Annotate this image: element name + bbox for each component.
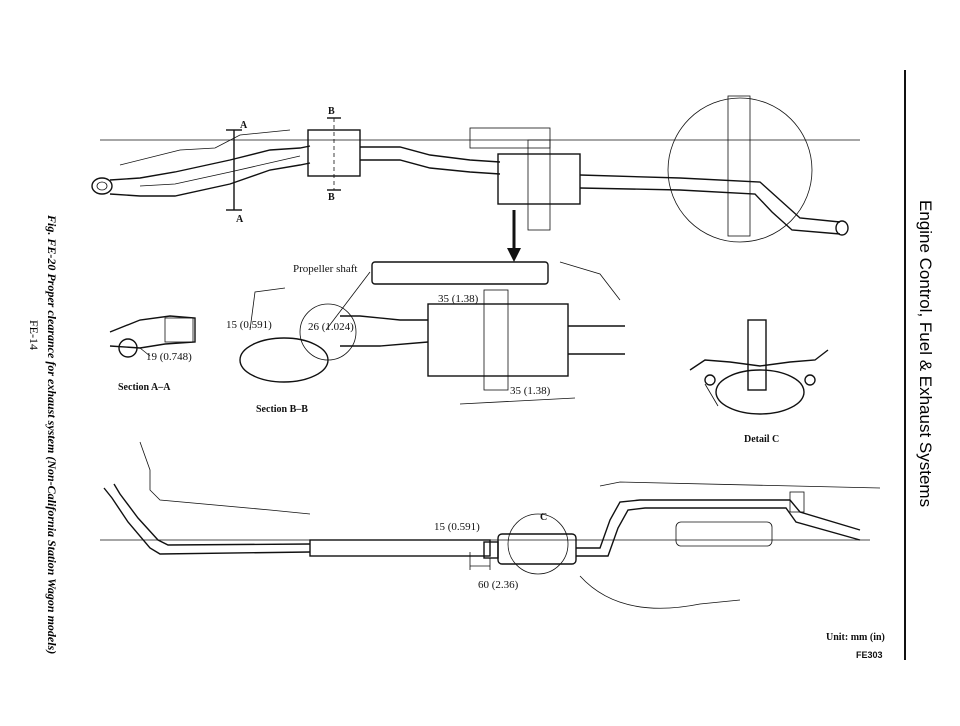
label-dim-35-bottom: 35 (1.38) [510, 385, 551, 397]
label-dim-15-side: 15 (0.591) [434, 521, 480, 533]
side-exhaust-view [100, 441, 881, 609]
side-title-group: Engine Control, Fuel & Exhaust Systems [916, 200, 935, 507]
label-section-a-top: A [240, 120, 248, 131]
page-number-group: FE-14 [27, 320, 41, 350]
label-section-a-bottom: A [236, 214, 244, 225]
label-unit: Unit: mm (in) [826, 632, 885, 643]
label-section-bb: Section B–B [256, 404, 308, 415]
muffler-detail [340, 261, 625, 405]
label-dim-19: 19 (0.748) [146, 351, 192, 363]
label-section-aa: Section A–A [118, 382, 171, 393]
figure-caption-group: Fig. FE-20 Proper clearance for exhaust … [45, 214, 59, 654]
label-detail-c: Detail C [744, 434, 779, 445]
label-marker-c: C [540, 512, 547, 523]
label-dim-26: 26 (1.024) [308, 321, 354, 333]
section-a-a [109, 315, 196, 358]
side-title: Engine Control, Fuel & Exhaust Systems [916, 200, 935, 507]
label-section-b-top: B [328, 106, 335, 117]
label-propeller-shaft: Propeller shaft [293, 263, 357, 275]
section-b-b [239, 271, 371, 383]
label-dim-15-section-b: 15 (0.591) [226, 319, 272, 331]
label-dim-35-top: 35 (1.38) [438, 293, 479, 305]
detail-c [689, 319, 829, 415]
label-fig-code: FE303 [856, 650, 883, 660]
label-dim-60: 60 (2.36) [478, 579, 519, 591]
figure-caption: Fig. FE-20 Proper clearance for exhaust … [45, 214, 59, 654]
top-exhaust-view [91, 95, 860, 262]
page-number: FE-14 [27, 320, 41, 350]
label-section-b-bottom: B [328, 192, 335, 203]
